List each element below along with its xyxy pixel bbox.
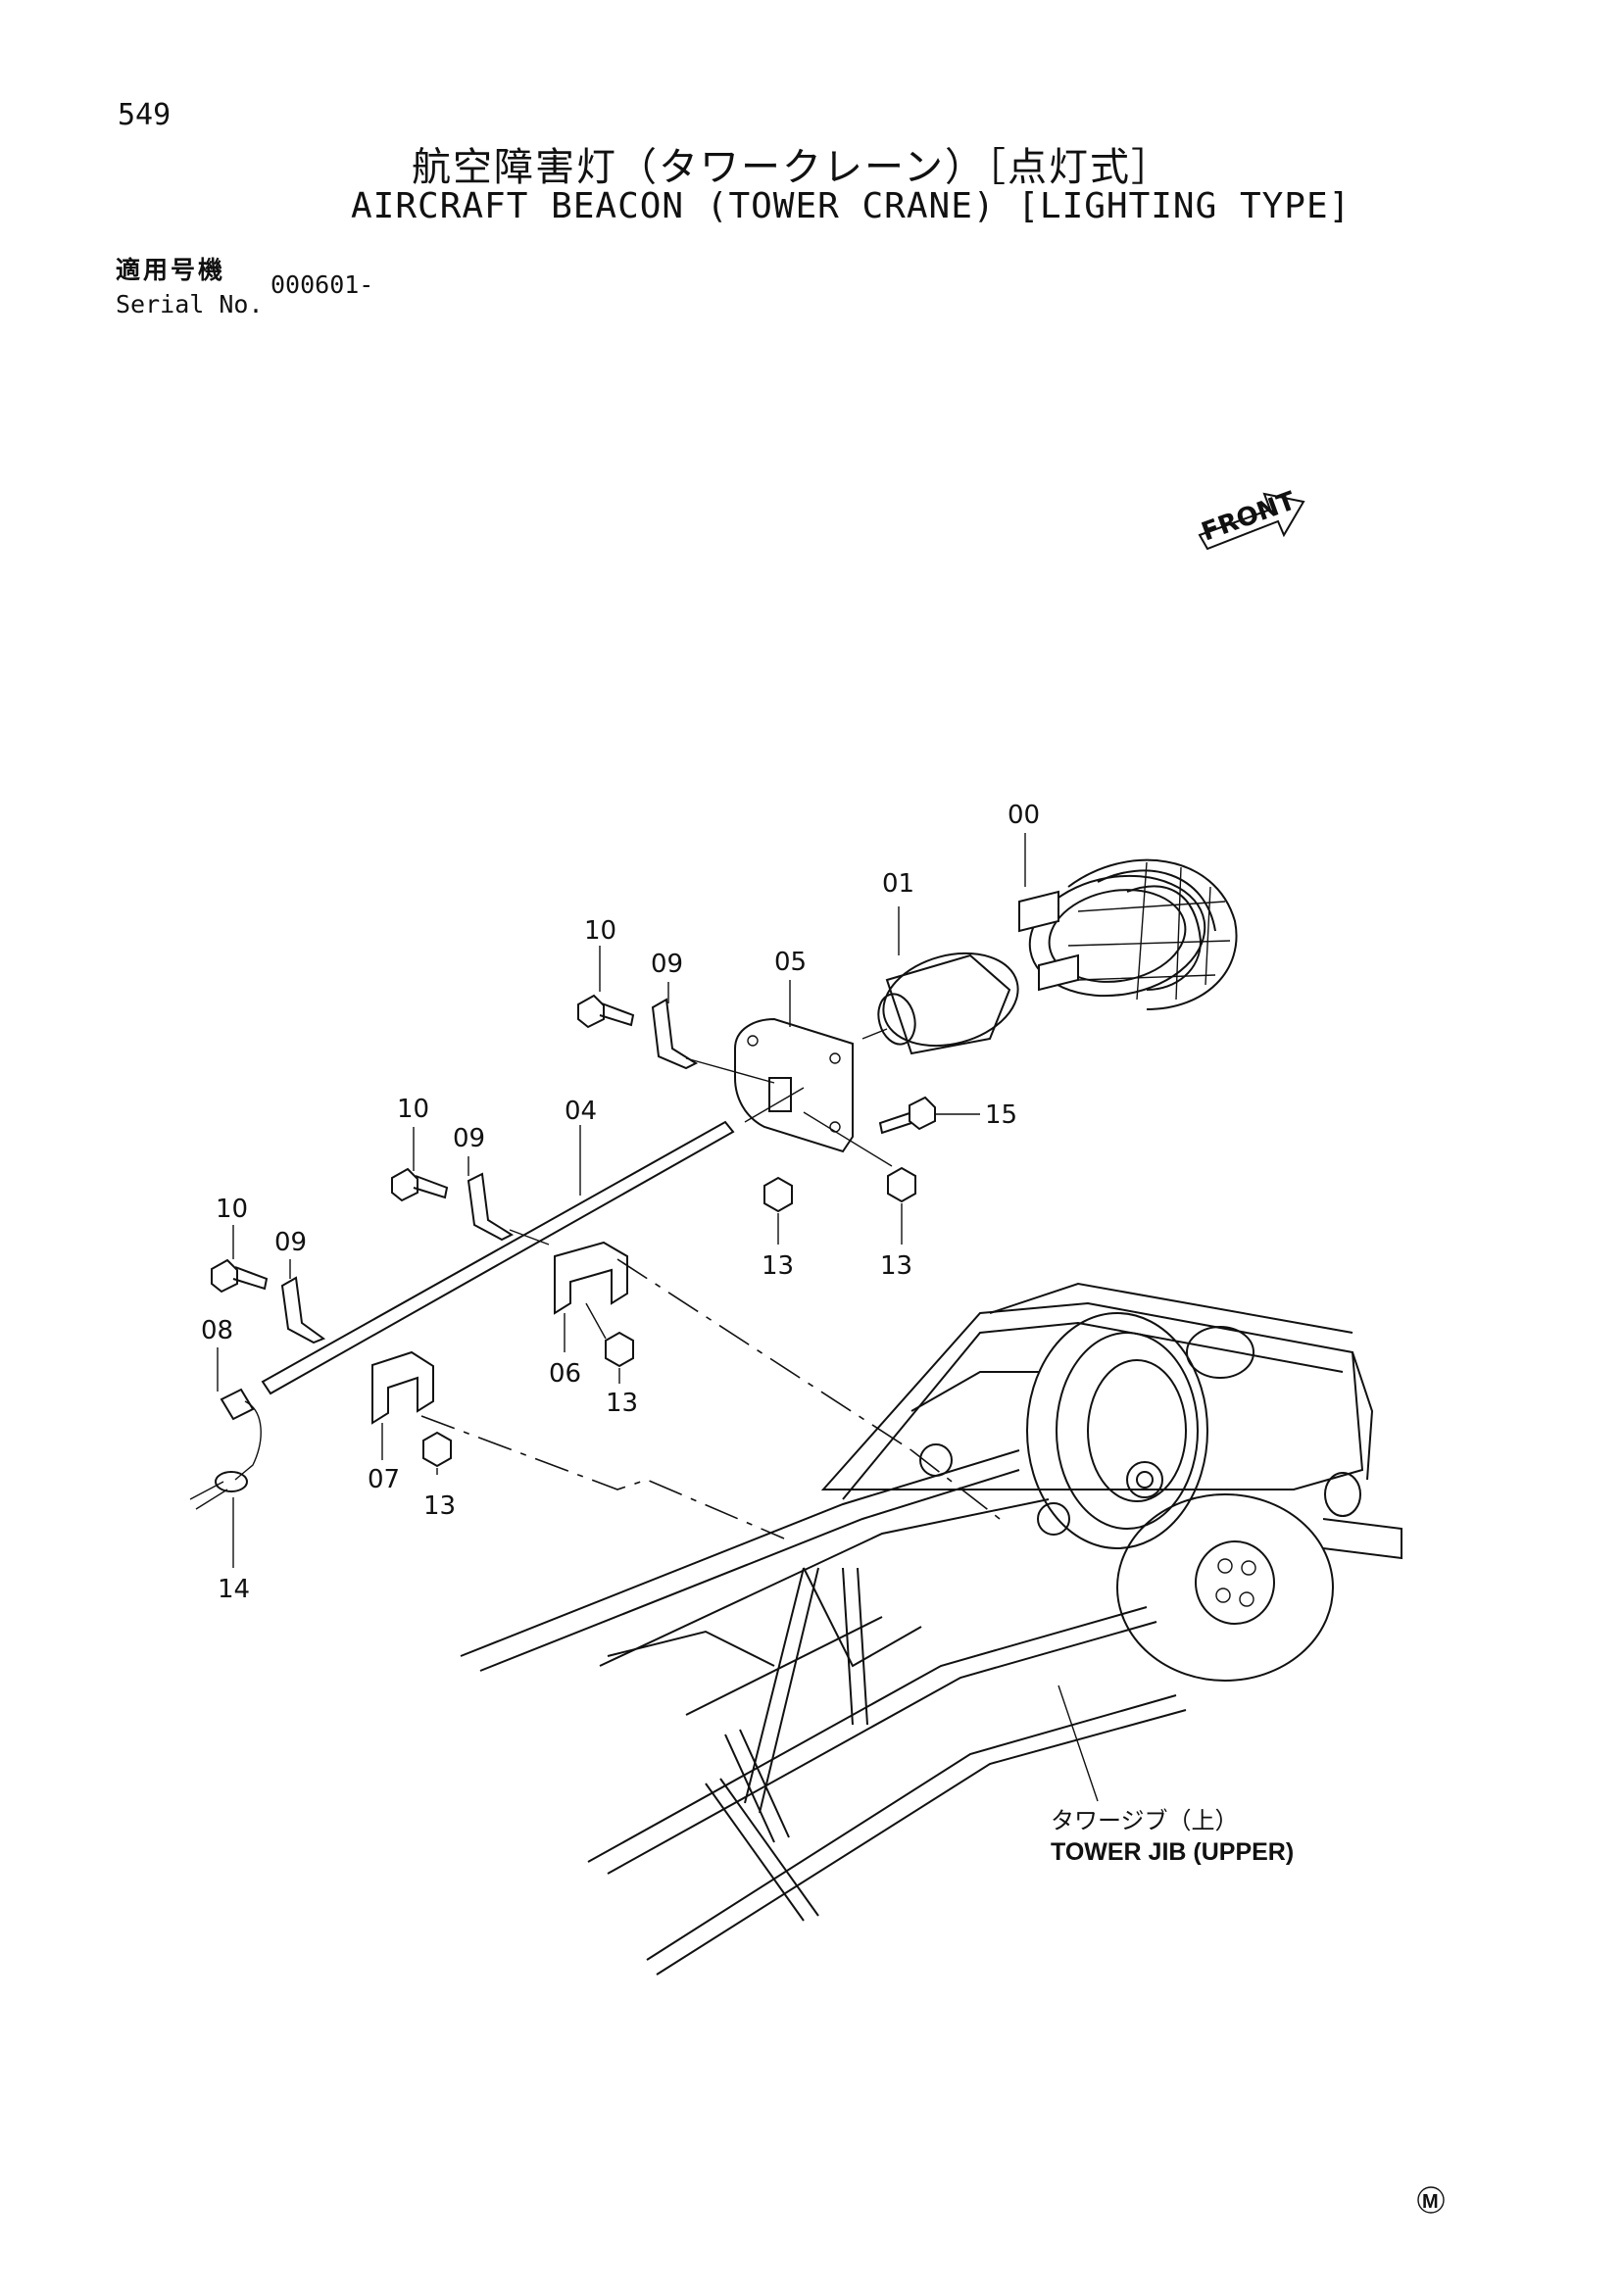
front-arrow-icon: FRONT bbox=[1198, 486, 1305, 551]
tower-jib-label-english: TOWER JIB (UPPER) bbox=[1051, 1838, 1294, 1866]
assembly-guide-line bbox=[910, 1449, 1001, 1520]
callout-05: 05 bbox=[774, 948, 807, 977]
callout-09: 09 bbox=[651, 950, 683, 979]
callout-10: 10 bbox=[397, 1095, 429, 1124]
support-rod bbox=[261, 1087, 805, 1395]
callout-10: 10 bbox=[584, 916, 616, 946]
page-title-english: AIRCRAFT BEACON (TOWER CRANE) [LIGHTING … bbox=[351, 186, 1352, 226]
callout-00: 00 bbox=[1008, 801, 1040, 830]
beacon-cage bbox=[1018, 858, 1238, 1010]
callout-13: 13 bbox=[606, 1389, 638, 1418]
assembly-guide-line bbox=[616, 1258, 912, 1451]
callout-13: 13 bbox=[762, 1251, 794, 1281]
u-brackets bbox=[371, 1241, 628, 1425]
leader-lines bbox=[217, 833, 1099, 1802]
cable-assembly bbox=[189, 1388, 262, 1510]
callout-14: 14 bbox=[218, 1575, 250, 1604]
callout-01: 01 bbox=[882, 869, 914, 899]
callout-15: 15 bbox=[985, 1100, 1017, 1130]
tower-jib-structure bbox=[460, 1282, 1402, 1976]
callout-04: 04 bbox=[565, 1097, 597, 1126]
serial-label-japanese: 適用号機 bbox=[116, 256, 226, 284]
callout-10: 10 bbox=[216, 1195, 248, 1224]
page-number: 549 bbox=[118, 98, 172, 132]
page-title-japanese: 航空障害灯（タワークレーン）［点灯式］ bbox=[412, 145, 1172, 190]
circled-m-letter: M bbox=[1422, 2191, 1439, 2213]
front-label: FRONT bbox=[1198, 486, 1300, 547]
tower-jib-label-japanese: タワージブ（上） bbox=[1051, 1807, 1239, 1834]
serial-label-english: Serial No. bbox=[116, 290, 264, 318]
callout-09: 09 bbox=[274, 1228, 307, 1257]
assembly-guide-line bbox=[420, 1415, 785, 1539]
circled-m-mark: M bbox=[1417, 2186, 1445, 2214]
callout-13: 13 bbox=[423, 1491, 456, 1521]
hex-bolt-15 bbox=[878, 1096, 980, 1135]
callout-07: 07 bbox=[368, 1465, 400, 1494]
callout-09: 09 bbox=[453, 1124, 485, 1153]
callout-08: 08 bbox=[201, 1316, 233, 1345]
hex-nuts bbox=[422, 1166, 916, 1468]
beacon-lamp bbox=[861, 952, 1019, 1055]
hex-bolts bbox=[211, 994, 635, 1294]
callout-13: 13 bbox=[880, 1251, 912, 1281]
callout-06: 06 bbox=[549, 1359, 581, 1389]
mounting-plate bbox=[734, 1017, 893, 1167]
serial-number-value: 000601- bbox=[270, 270, 374, 299]
clamp-brackets bbox=[280, 998, 775, 1344]
